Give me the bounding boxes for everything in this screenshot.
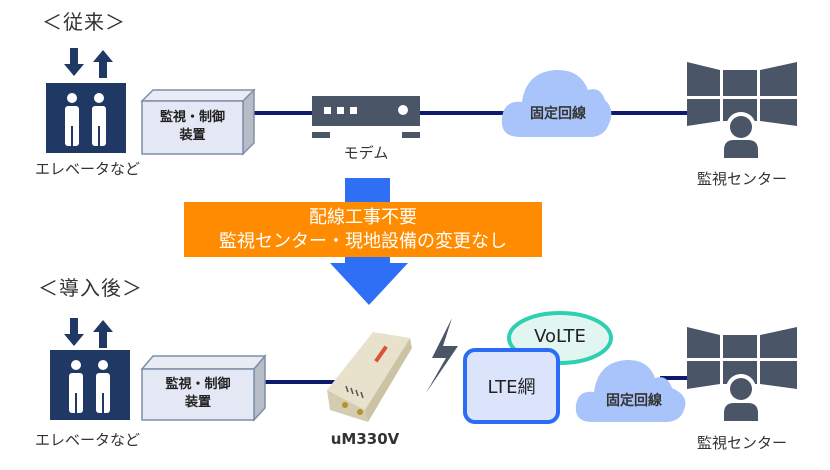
fixed-line-label: 固定回線 <box>530 106 586 122</box>
lte-network-box: LTE網 <box>463 348 560 424</box>
control-device-label-line2: 装置 <box>179 128 206 143</box>
control-device-label-line2: 装置 <box>184 395 211 410</box>
modem-icon <box>312 96 420 138</box>
monitoring-center-icon <box>687 327 797 421</box>
elevator-icon <box>50 318 130 420</box>
control-device-label-line1: 監視・制御 <box>159 110 225 125</box>
fixed-line-label: 固定回線 <box>606 393 662 409</box>
wireless-signal-icon <box>426 318 458 393</box>
banner-line2: 監視センター・現地設備の変更なし <box>219 231 507 252</box>
control-device-box <box>140 88 256 156</box>
monitoring-center-label: 監視センター <box>696 170 787 188</box>
elevator-icon <box>46 48 126 153</box>
monitoring-center-label: 監視センター <box>696 434 787 452</box>
section-title-after: ＜導入後＞ <box>38 276 143 300</box>
volte-label: VoLTE <box>534 326 586 347</box>
control-device-label: 監視・制御 装置 <box>142 376 254 412</box>
lte-network-label: LTE網 <box>487 377 536 398</box>
control-device-box <box>140 353 267 422</box>
banner-line1: 配線工事不要 <box>309 207 417 228</box>
control-device-label: 監視・制御 装置 <box>142 109 243 145</box>
um330v-label: uM330V <box>330 430 400 448</box>
control-device-label-line1: 監視・制御 <box>165 377 231 392</box>
section-title-before: ＜従来＞ <box>42 10 126 34</box>
monitoring-center-icon <box>687 62 797 158</box>
elevator-label: エレベータなど <box>34 431 140 449</box>
elevator-label: エレベータなど <box>34 160 140 178</box>
benefit-banner: 配線工事不要 監視センター・現地設備の変更なし <box>184 202 542 257</box>
modem-label: モデム <box>343 144 389 162</box>
fixed-line-cloud <box>501 69 612 137</box>
fixed-line-cloud <box>575 359 686 422</box>
um330v-device-image <box>327 332 412 422</box>
